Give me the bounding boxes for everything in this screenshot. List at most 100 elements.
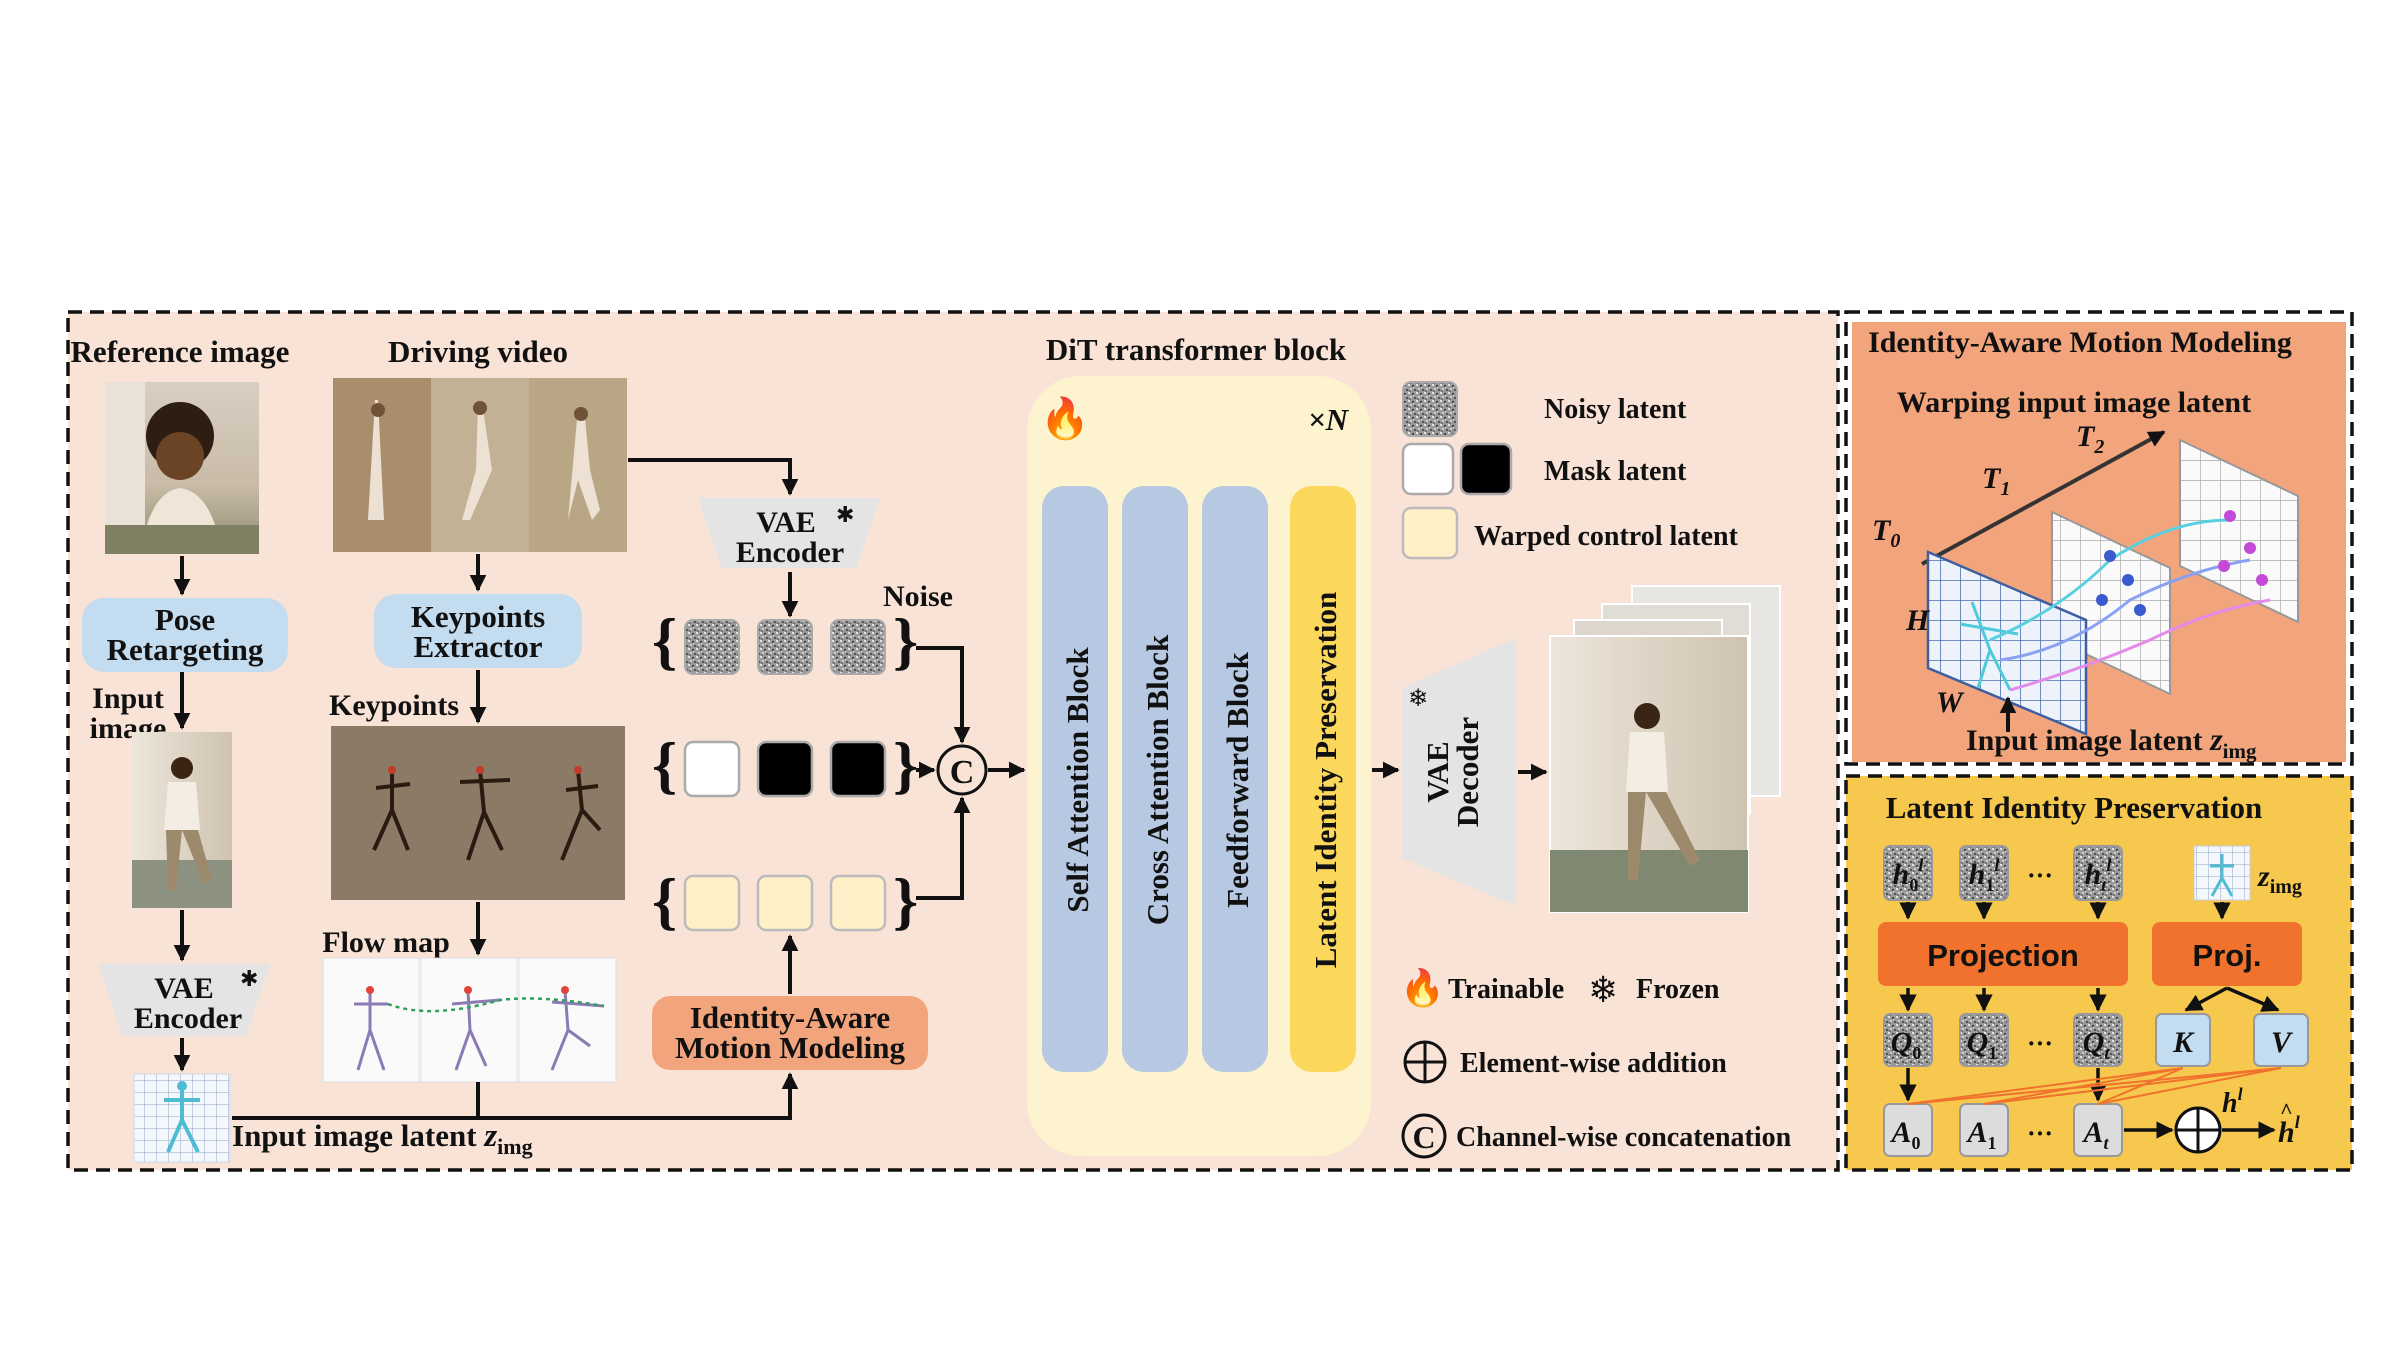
t0-sub: 0 — [1890, 530, 1900, 552]
vae-encoder-mid-line1: VAE — [756, 506, 815, 539]
k-token: K — [2155, 1013, 2211, 1067]
legend-concat-icon — [1401, 1113, 1447, 1159]
lip-z-sub: img — [2270, 876, 2302, 898]
h-hat-label: hl — [2278, 1112, 2300, 1149]
h0-sup: l — [1918, 855, 1923, 875]
legend-noisy-swatch — [1402, 381, 1458, 437]
self-attention-label: Self Attention Block — [1060, 647, 1095, 913]
proj-short-box — [2152, 922, 2302, 986]
lip-arrows — [1899, 902, 2280, 1139]
projection-box — [1878, 922, 2128, 986]
bracket-close-1: } — [893, 605, 918, 676]
a-token-t: At — [2073, 1103, 2123, 1157]
at-main: A — [2081, 1116, 2103, 1149]
iamm-panel-title: Identity-Aware Motion Modeling — [1868, 326, 2292, 359]
a0-main: A — [1889, 1116, 1911, 1149]
bracket-close-2: } — [893, 729, 918, 800]
noise-label: Noise — [883, 580, 953, 613]
vae-decoder-line2: Decoder — [1450, 717, 1485, 827]
t0-main: T — [1872, 514, 1892, 547]
legend-mask-black — [1459, 442, 1513, 496]
z-img-thumbnail — [2193, 845, 2251, 901]
a-token-1: A1 — [1959, 1103, 2009, 1157]
bracket-open-2: { — [652, 729, 677, 800]
svg-text:Q0: Q0 — [1891, 1026, 1922, 1063]
q-token-0: Q0 — [1883, 1013, 1933, 1067]
iamm-box — [652, 996, 928, 1070]
time-axis — [1921, 430, 2166, 566]
latent-identity-label: Latent Identity Preservation — [1308, 592, 1343, 969]
a0-sub: 0 — [1912, 1133, 1921, 1153]
svg-text:At: At — [2081, 1116, 2109, 1153]
legend-warped-swatch — [1401, 506, 1459, 560]
keypoints-label: Keypoints — [329, 689, 459, 722]
q-token-1: Q1 — [1959, 1013, 2009, 1067]
driving-video-frames — [333, 378, 627, 552]
h-token-t: htl — [2073, 845, 2123, 901]
hl-sup: l — [2238, 1084, 2243, 1104]
cross-attention-label: Cross Attention Block — [1140, 634, 1175, 925]
t1-sub: 1 — [2000, 478, 2010, 500]
v-label: V — [2271, 1026, 2294, 1059]
reference-photo — [105, 382, 259, 554]
feedforward-label: Feedforward Block — [1220, 651, 1255, 907]
legend-warped-label: Warped control latent — [1474, 521, 1739, 552]
a1-sub: 1 — [1988, 1133, 1997, 1153]
a1-main: A — [1965, 1116, 1987, 1149]
t0-label: T0 — [1872, 514, 1900, 552]
mask-latent-black-1 — [756, 740, 814, 798]
latent-grid-t2 — [2179, 438, 2299, 624]
driving-video-title: Driving video — [388, 334, 568, 369]
hhat-sup: l — [2295, 1112, 2300, 1132]
fire-icon: 🔥 — [1040, 395, 1090, 441]
q-dots: ··· — [2027, 1029, 2053, 1058]
input-latent-sub: img — [497, 1134, 532, 1159]
svg-text:htl: htl — [2085, 855, 2112, 895]
snowflake-icon: ❄ — [1588, 969, 1618, 1010]
concat-circle — [936, 744, 988, 796]
input-latent-z: z — [483, 1118, 497, 1154]
vae-encoder-left-shape — [98, 964, 270, 1036]
frozen-icon: ✱ — [240, 966, 258, 991]
q-token-t: Qt — [2073, 1013, 2123, 1067]
noisy-latent-2 — [757, 619, 813, 675]
iamm-box-line1: Identity-Aware — [690, 1000, 890, 1035]
iamm-panel-subtitle: Warping input image latent — [1897, 386, 2251, 419]
h1-main: h — [1969, 858, 1986, 891]
legend-trainable-label: Trainable — [1448, 974, 1564, 1005]
noisy-latent-1 — [684, 619, 740, 675]
iamm-bottom-text: Input image latent — [1966, 724, 2210, 757]
projection-label: Projection — [1927, 938, 2079, 973]
v-token: V — [2253, 1013, 2309, 1067]
concat-letter: C — [950, 754, 975, 791]
qt-sub: t — [2104, 1043, 2110, 1063]
ht-main: h — [2085, 858, 2102, 891]
dit-block-container — [1027, 376, 1371, 1156]
legend-concat-letter: C — [1412, 1119, 1435, 1155]
a-token-0: A0 — [1883, 1103, 1933, 1157]
vae-encoder-mid-line2: Encoder — [736, 536, 844, 569]
at-sub: t — [2104, 1133, 2110, 1153]
latent-identity-block — [1290, 486, 1356, 1072]
iamm-bottom-label: Input image latent zimg — [1966, 721, 2257, 763]
input-latent-text: Input image latent — [232, 1118, 484, 1153]
svg-text:A0: A0 — [1889, 1116, 1920, 1153]
legend-frozen-label: Frozen — [1636, 974, 1720, 1005]
hhat-main: h — [2278, 1116, 2295, 1149]
svg-text:h0l: h0l — [1893, 855, 1924, 895]
hl-main: h — [2222, 1088, 2238, 1119]
self-attention-block — [1042, 486, 1108, 1072]
h-l-label: hl — [2222, 1084, 2243, 1119]
addition-plus — [2176, 1108, 2220, 1152]
h-dots: ··· — [2027, 861, 2053, 890]
input-image-photo — [132, 732, 232, 908]
mask-latent-black-2 — [829, 740, 887, 798]
ht-sub: t — [2101, 875, 2107, 895]
pose-retargeting-line1: Pose — [155, 602, 215, 637]
qt-main: Q — [2083, 1026, 2105, 1059]
a-dots: ··· — [2027, 1119, 2053, 1148]
vae-encoder-left-line2: Encoder — [134, 1002, 242, 1035]
flow-map-image — [322, 957, 617, 1083]
t2-sub: 2 — [2093, 436, 2104, 458]
